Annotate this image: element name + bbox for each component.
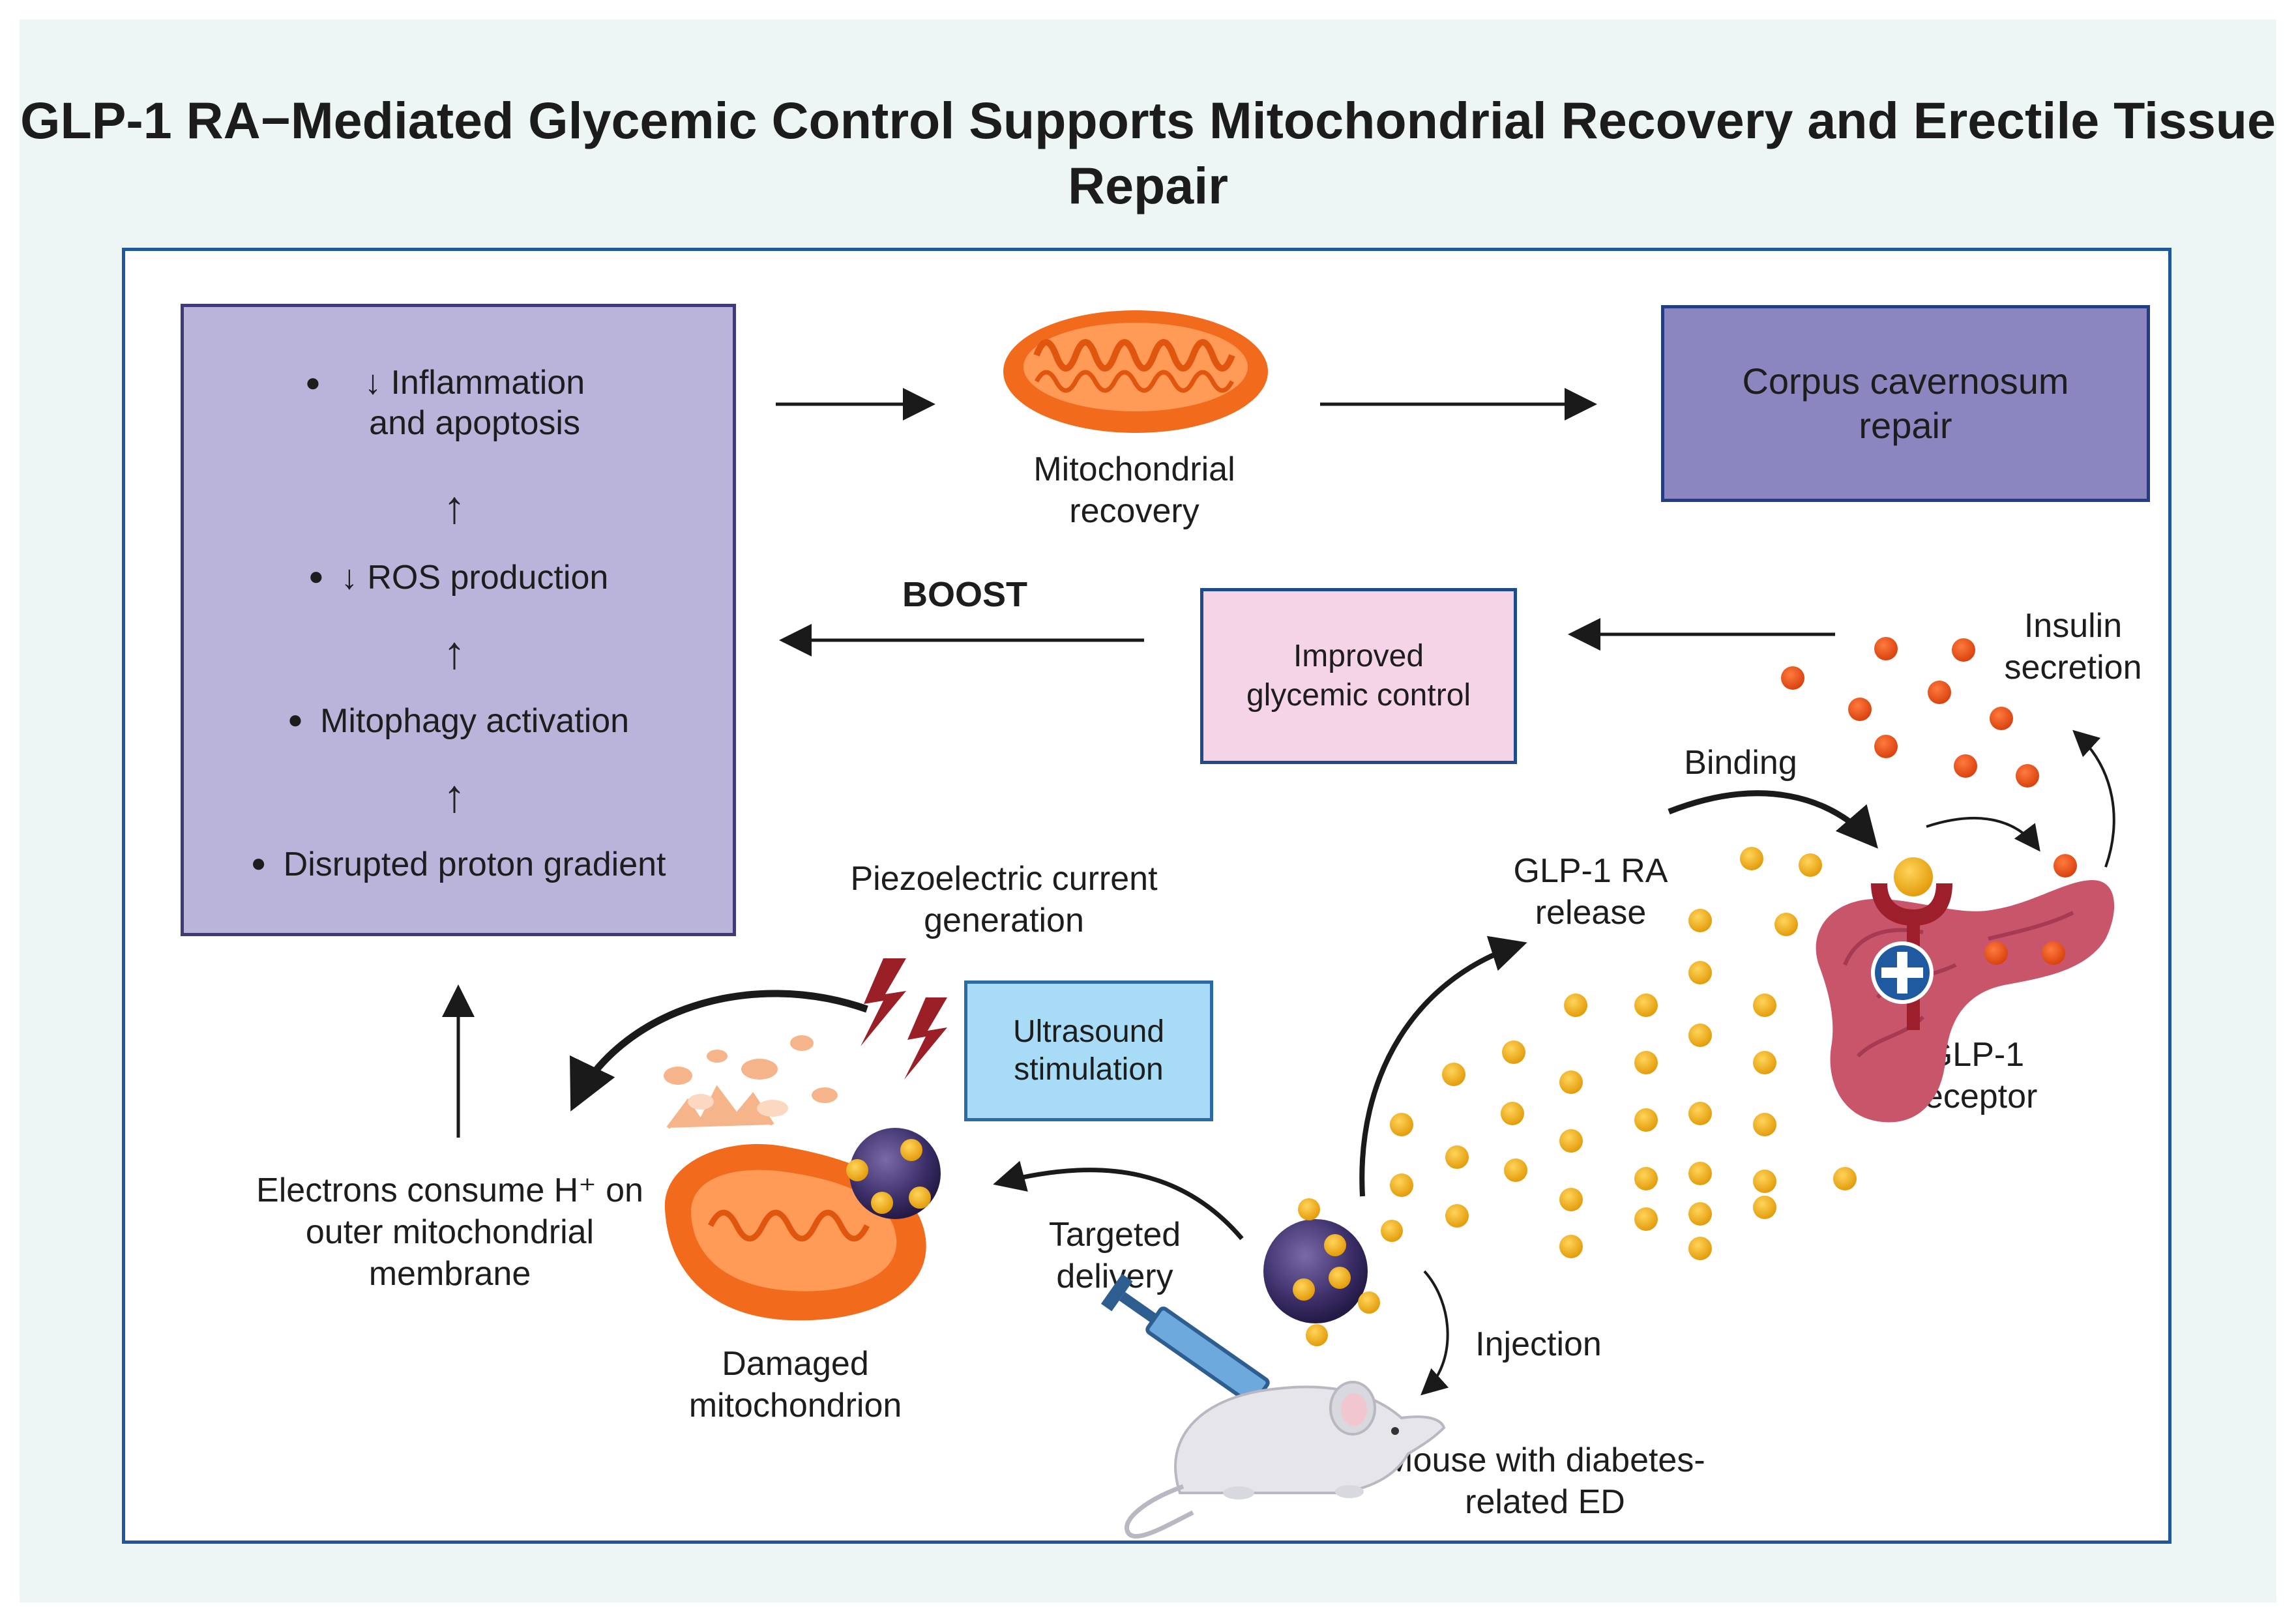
mitochondrion-icon [1003,310,1268,433]
up-arrow-icon: ↑ [443,482,466,533]
pathway-step-mitophagy: ●Mitophagy activation [287,702,630,740]
ultrasound-text: Ultrasound stimulation [1012,1014,1165,1087]
up-arrow-icon: ↑ [443,771,466,821]
improved-glycemic-control-box: Improved glycemic control [1200,588,1517,764]
electrons-label: Electrons consume H⁺ on outer mitochondr… [256,1172,643,1293]
lightning-icon [861,958,947,1080]
receptor-to-insulin-arrow [1926,816,2040,852]
boost-label: BOOST [902,575,1027,614]
injection-label: Injection [1475,1325,1602,1363]
pathway-step-proton: ●Disrupted proton gradient [250,846,666,883]
curved-arrow-to-electrons [570,990,868,1112]
figure-title: GLP-1 RA−Mediated Glycemic Control Suppo… [20,88,2276,218]
insulin-secretion-label: Insulin secretion [2004,607,2142,686]
step-mitophagy-text: Mitophagy activation [320,702,630,740]
ultrasound-stimulation-box: Ultrasound stimulation [964,981,1213,1121]
up-arrow-icon: ↑ [443,627,466,678]
mouse-label: Mouse with diabetes-related ED [1385,1441,1705,1521]
damaged-mitochondrion-icon [664,1035,926,1321]
corpus-text: Corpus cavernosum repair [1742,361,2069,446]
glp1-release-label: GLP-1 RA release [1513,852,1668,932]
piezoelectric-label: Piezoelectric current generation [850,860,1158,939]
step-inflammation-text: ↓ Inflammation and apoptosis [364,364,585,442]
corpus-cavernosum-repair-box: Corpus cavernosum repair [1661,305,2150,502]
injection-arrow [1420,1270,1449,1396]
pathway-step-inflammation: ●↓ Inflammation and apoptosis [184,362,733,443]
glycemic-text: Improved glycemic control [1246,639,1471,713]
insulin-dots [1781,637,2077,877]
pancreas-icon [1816,880,2115,1123]
mouse-icon [1125,1381,1446,1539]
plus-icon [1871,941,1934,1004]
glp1-release-arrow [1359,936,1527,1197]
binding-label: Binding [1684,744,1797,782]
pathway-step-ros: ●↓ ROS production [308,559,609,597]
nanoparticle-icon [1263,1198,1403,1346]
mitophagy-pathway-box: ●↓ Inflammation and apoptosis ↑ ●↓ ROS p… [181,304,736,936]
glp1-ra-dots [1390,847,1857,1260]
mito-recovery-label: Mitochondrial recovery [1033,450,1235,530]
title-text: GLP-1 RA−Mediated Glycemic Control Suppo… [20,91,2276,214]
targeted-delivery-arrow [993,1160,1244,1241]
binding-arrow [1668,790,1878,849]
insulin-secretion-arrow [2072,730,2115,868]
step-proton-text: Disrupted proton gradient [283,846,666,883]
damaged-mito-label: Damaged mitochondrion [688,1345,902,1424]
nanoparticle-icon [846,1128,941,1219]
step-ros-text: ↓ ROS production [340,559,609,597]
